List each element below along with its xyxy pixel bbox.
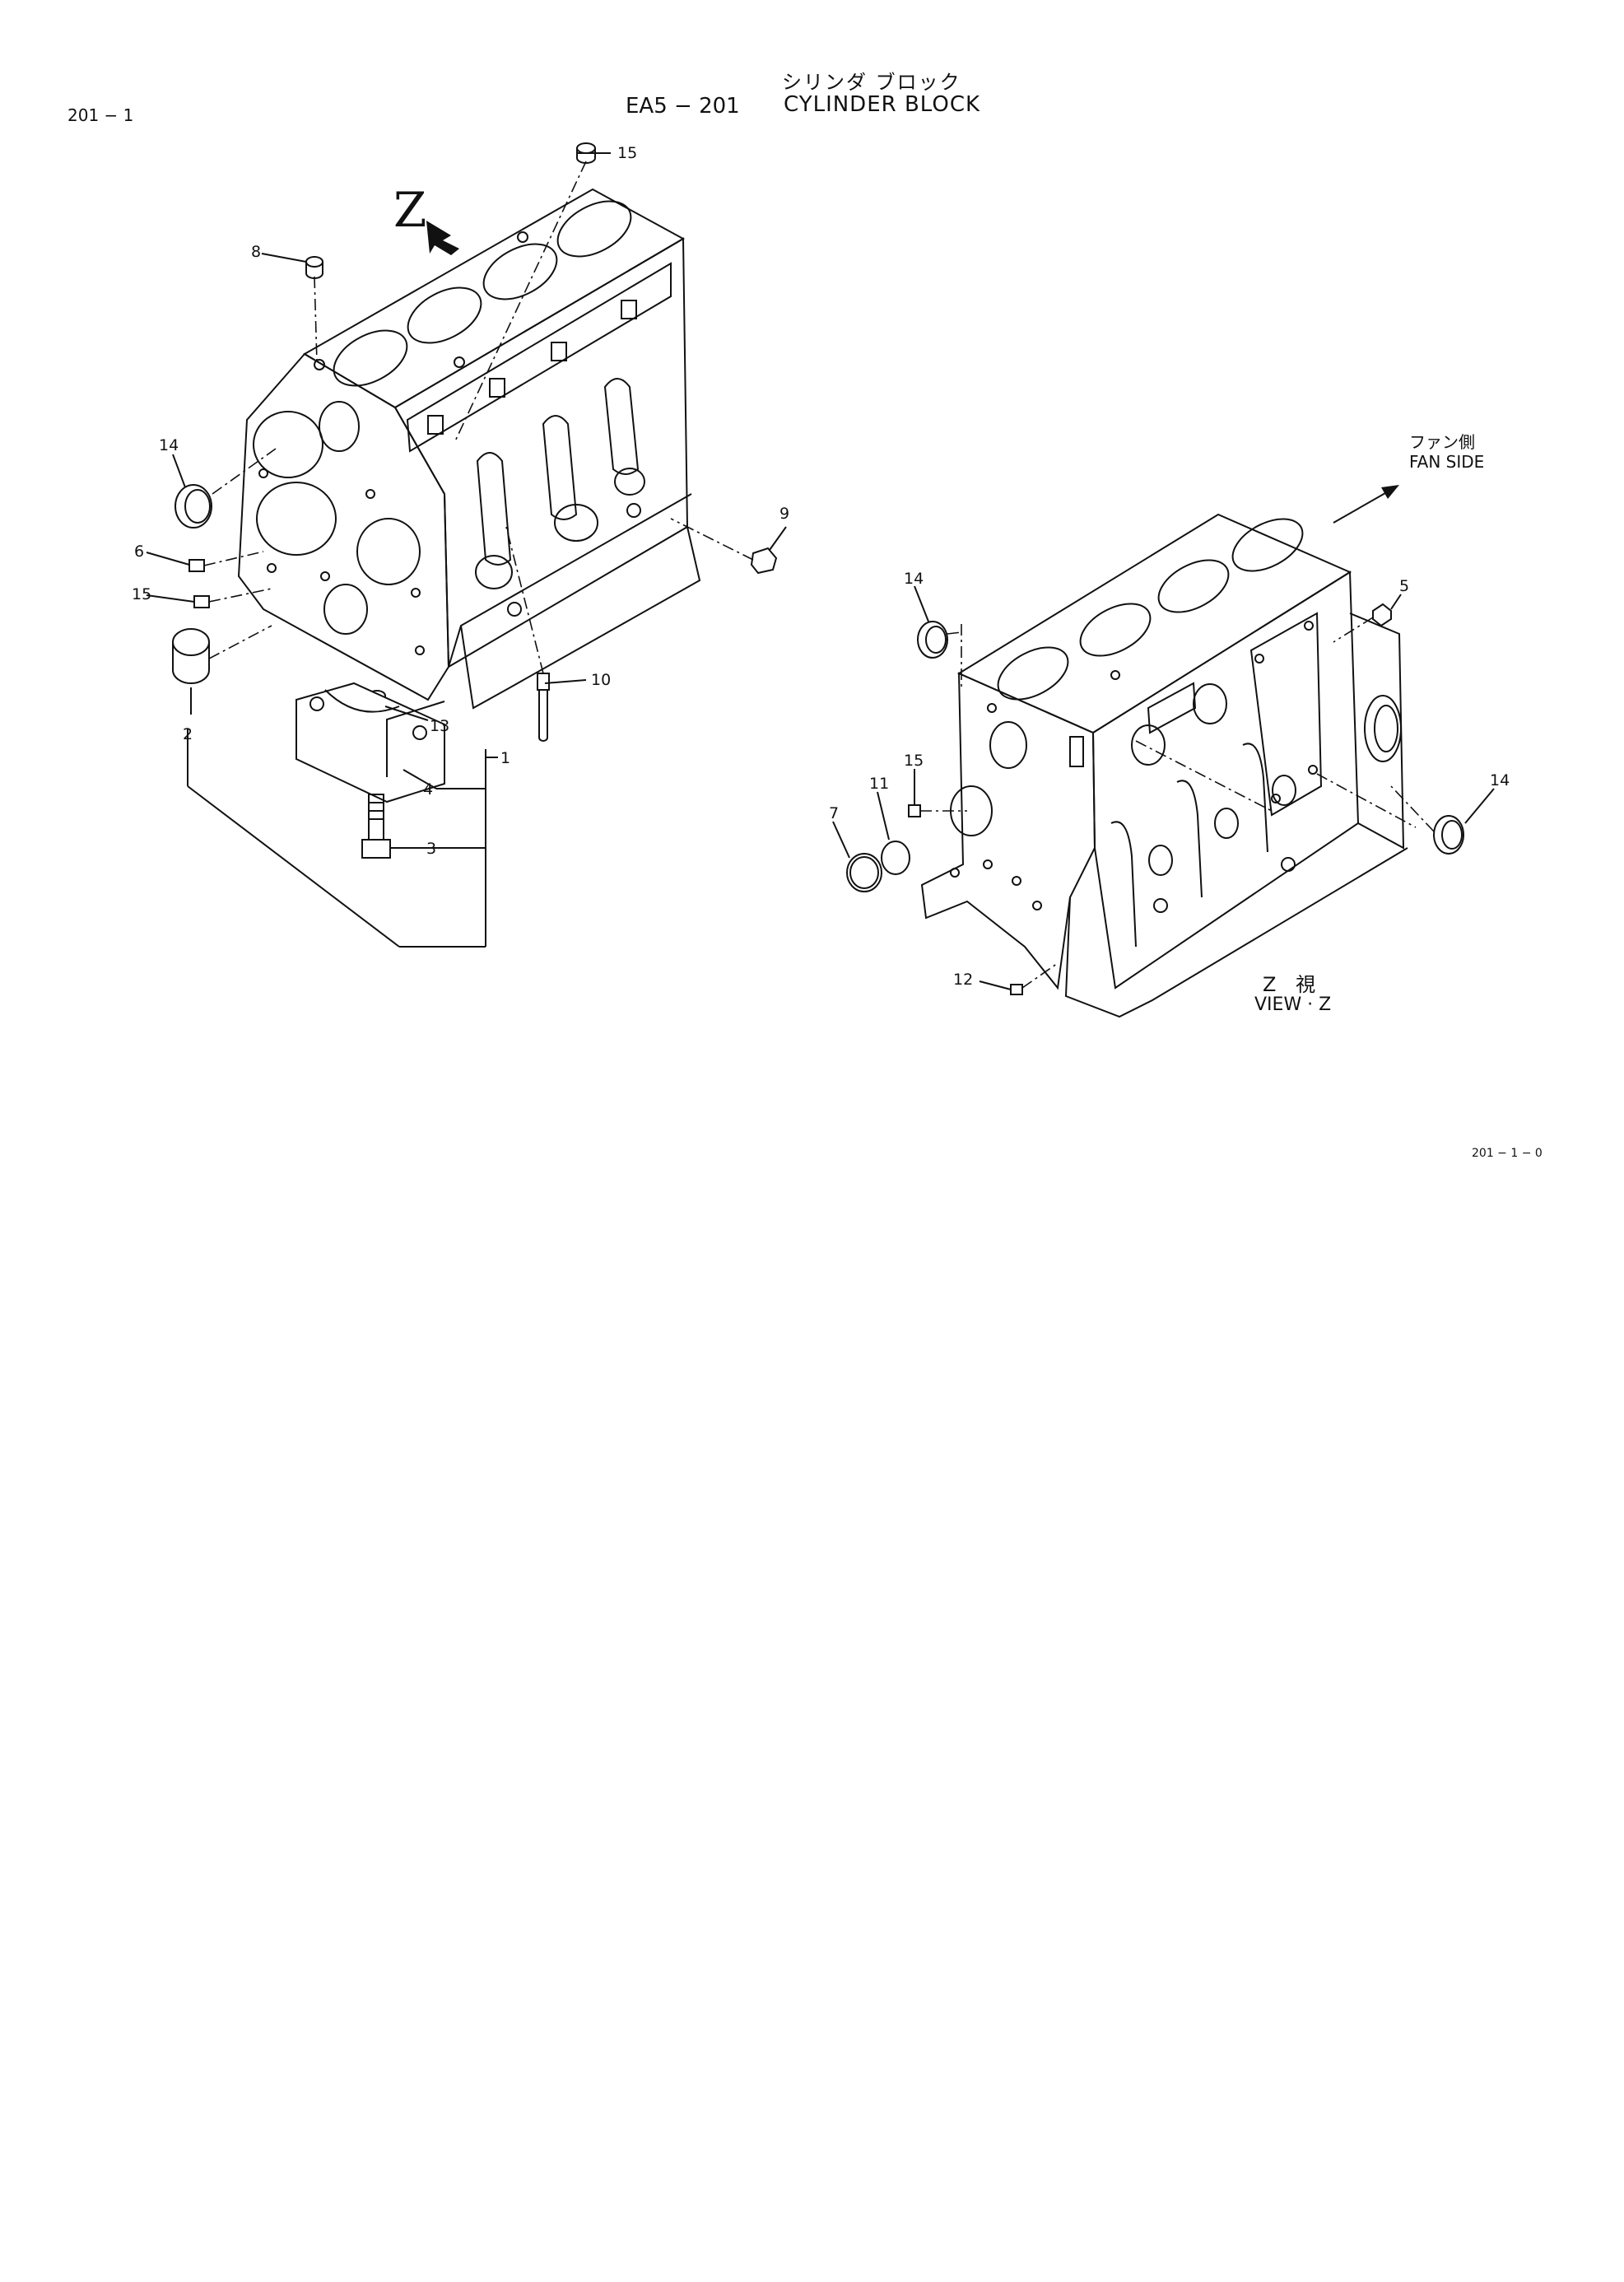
title-english: CYLINDER BLOCK <box>784 92 981 117</box>
callout-1: 1 <box>500 749 510 767</box>
right-leader-lines <box>832 585 1495 990</box>
plug-9 <box>750 547 778 575</box>
callout-14-right-rear: 14 <box>1490 771 1510 789</box>
cylinder-block-main-view <box>237 188 701 710</box>
bearing-cap-4 <box>295 682 445 803</box>
plug-12 <box>1010 984 1023 995</box>
plug-5 <box>1372 603 1392 627</box>
callout-14-left: 14 <box>159 436 179 454</box>
callout-15-top: 15 <box>617 144 637 162</box>
cylinder-block-view-z <box>920 513 1408 1018</box>
right-view-parts <box>846 603 1464 995</box>
bushing-2 <box>172 628 210 656</box>
view-z-side-face <box>1091 570 1360 990</box>
page-reference: 201 − 1 <box>67 105 134 125</box>
callout-12: 12 <box>953 971 973 989</box>
o-ring-11 <box>881 841 910 875</box>
plug-15-front <box>193 595 210 608</box>
section-code: EA5 − 201 <box>626 94 740 119</box>
plug-15-right <box>908 804 921 817</box>
left-view-parts <box>172 142 778 859</box>
callout-8: 8 <box>251 243 261 261</box>
callout-10: 10 <box>591 671 611 689</box>
callout-9: 9 <box>779 505 789 523</box>
callout-4: 4 <box>423 780 433 799</box>
bolt-10-head <box>537 673 550 691</box>
callout-7: 7 <box>829 804 839 822</box>
callout-numbers: 15 8 14 6 15 2 9 10 13 1 4 3 14 5 14 15 … <box>132 144 1510 989</box>
callout-15-front: 15 <box>132 585 151 603</box>
callout-6: 6 <box>134 543 144 561</box>
title-japanese: シリンダ ブロック <box>782 71 961 94</box>
callout-5: 5 <box>1399 577 1409 595</box>
callout-14-right-front: 14 <box>904 570 924 588</box>
seal-14-right-rear <box>1433 815 1464 855</box>
callout-11: 11 <box>869 775 889 793</box>
plug-15-top <box>576 142 596 154</box>
plug-6 <box>188 559 205 572</box>
view-z-marker: Z <box>393 182 427 238</box>
callout-15-right: 15 <box>904 752 924 770</box>
callout-13: 13 <box>430 717 449 735</box>
callout-2: 2 <box>183 725 193 743</box>
view-z-arrow-icon <box>426 221 459 255</box>
view-z-cover-plate <box>1249 612 1323 817</box>
drawing-number: 201 − 1 − 0 <box>1472 1147 1543 1160</box>
o-ring-7 <box>846 853 882 892</box>
left-leader-lines <box>146 152 787 948</box>
fan-side-label-jp: ファン側 <box>1409 432 1475 452</box>
seal-14 <box>174 484 212 529</box>
view-z-label-jp: Z 視 <box>1263 973 1323 996</box>
fan-side-arrow-icon <box>1333 485 1399 524</box>
view-z-label-en: VIEW · Z <box>1254 994 1332 1015</box>
fan-side-label-en: FAN SIDE <box>1409 452 1485 472</box>
callout-3: 3 <box>426 840 436 858</box>
seal-14-right-front <box>917 621 948 659</box>
block-top-deck <box>303 188 686 409</box>
cap-bolt-3 <box>368 794 384 841</box>
plug-8 <box>305 256 323 268</box>
